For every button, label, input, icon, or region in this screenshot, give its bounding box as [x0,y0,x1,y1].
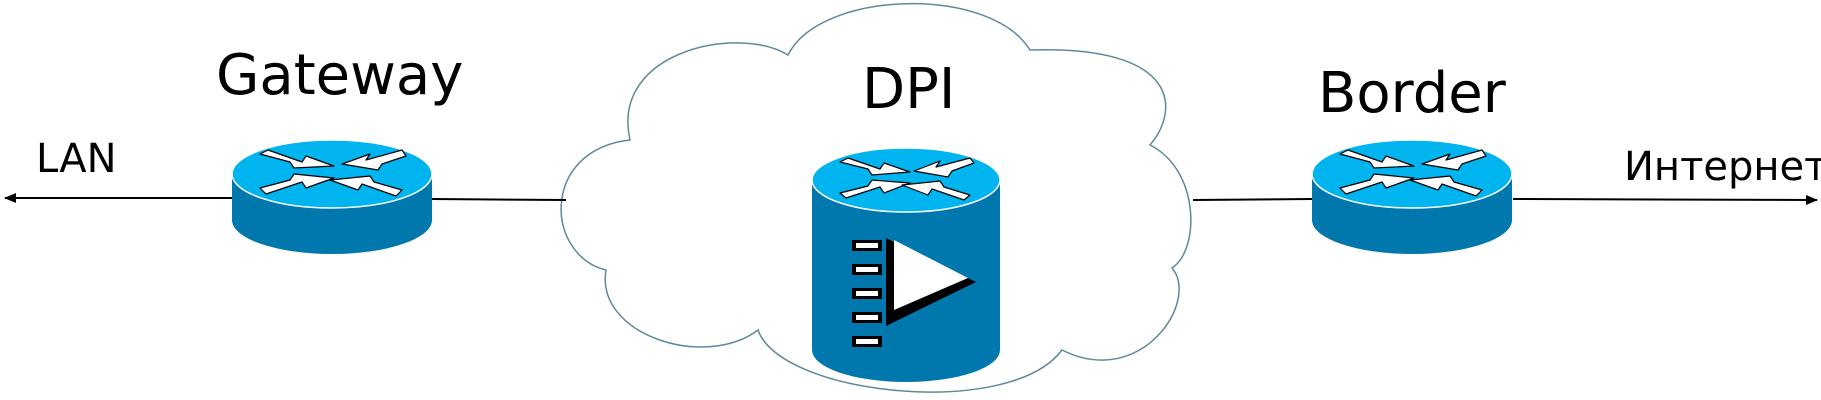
dpi-router-icon [811,147,1001,382]
gateway-label: Gateway [216,43,464,108]
gateway-cloud-link [431,198,567,201]
dpi-label: DPI [862,57,956,122]
cloud-border-link [1192,198,1313,201]
internet-link-arrow [1512,194,1818,205]
border-router-icon [1311,139,1513,254]
border-label: Border [1318,61,1506,126]
dpi-stack-bars-icon [852,240,882,347]
internet-label: Интернет [1624,144,1821,190]
dpi-play-icon [886,238,976,326]
lan-label: LAN [36,136,117,182]
gateway-router-icon [231,139,433,254]
